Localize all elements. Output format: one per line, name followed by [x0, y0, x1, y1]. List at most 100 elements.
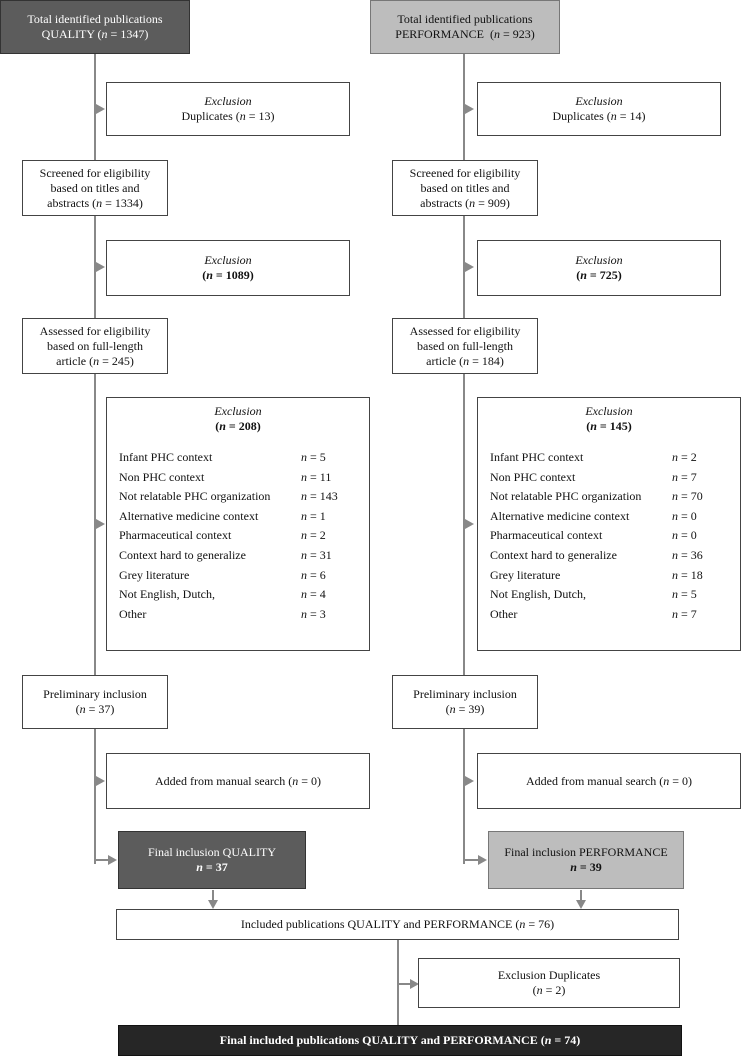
- count: (n = 208): [215, 419, 261, 434]
- reason-label: Other: [119, 606, 147, 621]
- count: (n = 1089): [202, 268, 254, 283]
- performance-arrow-1: [465, 104, 474, 114]
- final-included-box: Final included publications QUALITY and …: [118, 1025, 682, 1056]
- value: = 36: [678, 547, 703, 562]
- n-symbol: n: [580, 268, 587, 282]
- n-symbol: n: [590, 419, 597, 433]
- n-symbol: n: [301, 489, 307, 504]
- line3: abstracts (n = 1334): [47, 196, 143, 211]
- line1: Assessed for eligibility: [39, 323, 151, 338]
- value: = 7: [678, 469, 697, 484]
- value: = 7: [678, 606, 697, 621]
- reason-value: n = 3: [301, 605, 326, 625]
- value: = 18: [678, 567, 703, 582]
- open: (: [202, 268, 207, 282]
- n-symbol: n: [672, 587, 678, 602]
- reason-value: n = 5: [672, 585, 697, 605]
- performance-final-branch: [464, 859, 479, 861]
- reason-label: Not relatable PHC organization: [490, 489, 642, 504]
- value: = 923): [499, 27, 535, 41]
- reason-label: Alternative medicine context: [490, 508, 630, 523]
- reason-label: Other: [490, 606, 518, 621]
- count: (n = 2): [533, 983, 566, 998]
- line1: Final inclusion PERFORMANCE: [504, 845, 668, 859]
- open: (: [75, 702, 80, 716]
- label: Final included publications QUALITY and …: [219, 1033, 545, 1047]
- n-symbol: n: [519, 917, 526, 931]
- reason-label: Non PHC context: [119, 469, 205, 484]
- value: = 145): [596, 419, 632, 433]
- performance-final-arrow: [478, 855, 487, 865]
- value: = 184): [469, 353, 504, 368]
- count: (n = 37): [76, 702, 115, 717]
- quality-arrow-3: [96, 519, 105, 529]
- performance-arrow-2: [465, 262, 474, 272]
- text: Duplicates (n = 13): [181, 109, 274, 124]
- value: = 0): [298, 773, 322, 788]
- n-symbol: n: [301, 587, 307, 602]
- performance-arrow-4: [465, 776, 474, 786]
- reason-value: n = 0: [672, 526, 697, 546]
- value: = 245): [99, 353, 134, 368]
- value: = 6: [307, 567, 326, 582]
- n-symbol: n: [672, 450, 678, 464]
- value: = 3: [307, 606, 326, 621]
- value: = 74): [551, 1033, 581, 1047]
- value: = 2: [678, 450, 697, 464]
- label: abstracts (: [420, 195, 470, 210]
- value: = 39): [455, 702, 485, 716]
- value: = 0: [678, 528, 697, 543]
- quality-total-line1: Total identified publications: [27, 12, 163, 26]
- value: = 143: [307, 489, 338, 504]
- n-symbol: n: [544, 1033, 552, 1047]
- reason-label: Infant PHC context: [490, 450, 584, 464]
- line2: PERFORMANCE (n = 923): [395, 27, 534, 42]
- line2: based on full-length: [47, 338, 143, 353]
- label: article (: [56, 353, 94, 368]
- line1: Screened for eligibility: [39, 165, 151, 180]
- reason-label: Grey literature: [119, 567, 190, 582]
- reason-label: Infant PHC context: [119, 450, 213, 464]
- reason-value: n = 0: [672, 507, 697, 527]
- reason-label: Context hard to generalize: [119, 547, 246, 562]
- value: = 909): [475, 195, 510, 210]
- count: n = 37: [196, 860, 228, 875]
- reason-label: Not relatable PHC organization: [119, 489, 271, 504]
- reason-label: Not English, Dutch,: [490, 587, 586, 602]
- reason-row: Not relatable PHC organization n = 143: [111, 487, 365, 507]
- value: = 11: [307, 469, 332, 484]
- n-symbol: n: [672, 567, 678, 582]
- title: Exclusion: [204, 253, 252, 267]
- performance-preliminary-box: Preliminary inclusion (n = 39): [392, 675, 538, 729]
- reason-row: Other n = 7: [482, 605, 736, 625]
- n-symbol: n: [570, 860, 577, 874]
- line3: article (n = 245): [56, 354, 134, 369]
- n-symbol: n: [493, 27, 500, 41]
- performance-exclusion-duplicates-box: Exclusion Duplicates (n = 14): [477, 82, 721, 136]
- reason-label: Grey literature: [490, 567, 561, 582]
- quality-exclusion-duplicates-box: Exclusion Duplicates (n = 13): [106, 82, 350, 136]
- n-symbol: n: [672, 508, 678, 523]
- line1: Preliminary inclusion: [43, 687, 147, 701]
- quality-arrow-2: [96, 262, 105, 272]
- reason-row: Infant PHC context n = 2: [482, 448, 736, 468]
- reason-value: n = 18: [672, 566, 703, 586]
- value: = 1: [307, 508, 326, 523]
- value: = 70: [678, 489, 703, 504]
- line2: based on full-length: [417, 338, 513, 353]
- text: Added from manual search (n = 0): [526, 774, 692, 789]
- line2: based on titles and: [50, 180, 140, 195]
- quality-final-box: Final inclusion QUALITY n = 37: [118, 831, 306, 889]
- quality-preliminary-box: Preliminary inclusion (n = 37): [22, 675, 168, 729]
- reason-value: n = 70: [672, 487, 703, 507]
- count: n = 39: [570, 860, 602, 875]
- n-symbol: n: [672, 606, 678, 621]
- reason-label: Alternative medicine context: [119, 508, 259, 523]
- value: = 39: [576, 860, 602, 874]
- value: = 31: [307, 547, 332, 562]
- title: Exclusion: [585, 404, 633, 418]
- performance-assessed-box: Assessed for eligibility based on full-l…: [392, 318, 538, 374]
